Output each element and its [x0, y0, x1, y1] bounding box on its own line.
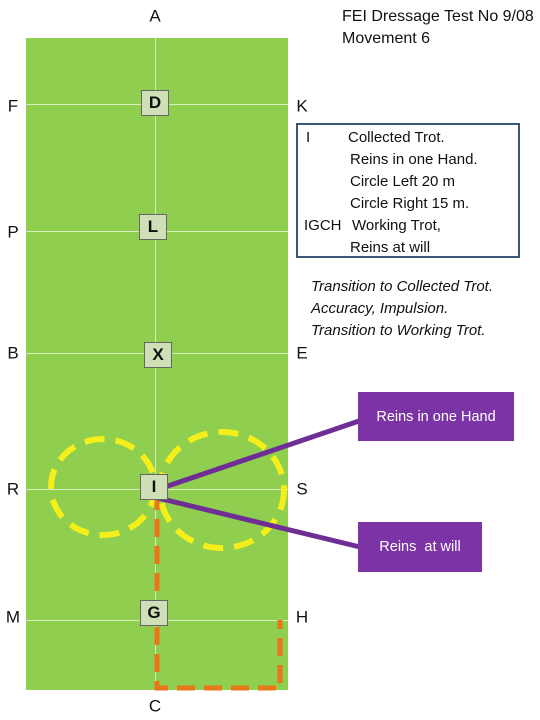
callout-reins-one-hand-label: Reins in one Hand — [376, 408, 496, 425]
instruction-line-1: Collected Trot. — [348, 129, 445, 146]
arena-letter-f: F — [7, 96, 19, 116]
instruction-line-3: Circle Left 20 m — [350, 173, 456, 190]
centre-marker-i: I — [140, 474, 168, 500]
arena-letter-c: C — [148, 696, 162, 716]
instruction-code-i: I — [306, 129, 311, 146]
instruction-line-2: Reins in one Hand. — [350, 151, 478, 168]
centre-marker-g: G — [140, 600, 168, 626]
arena-letter-s: S — [296, 479, 308, 499]
test-title-line1: FEI Dressage Test No 9/08 — [342, 8, 534, 25]
note-line-2: Accuracy, Impulsion. — [311, 300, 449, 317]
centre-marker-x: X — [144, 342, 172, 368]
instruction-code-igch: IGCH — [304, 217, 342, 234]
arena-letter-k: K — [296, 96, 308, 116]
callout-line-one-hand — [161, 417, 363, 491]
callout-reins-at-will: Reins at will — [358, 522, 482, 572]
centre-marker-d: D — [141, 90, 169, 116]
note-line-3: Transition to Working Trot. — [311, 322, 486, 339]
test-title-line2: Movement 6 — [342, 30, 431, 47]
circle-right-15m — [157, 429, 287, 551]
arena-letter-h: H — [295, 607, 309, 627]
arena-letter-p: P — [7, 222, 19, 242]
judging-notes: Transition to Collected Trot. Accuracy, … — [311, 276, 493, 342]
note-line-1: Transition to Collected Trot. — [311, 278, 494, 295]
instruction-line-5: Working Trot, — [352, 217, 441, 234]
test-title: FEI Dressage Test No 9/08 Movement 6 — [342, 6, 534, 50]
arena-letter-m: M — [5, 607, 21, 627]
centre-marker-l: L — [139, 214, 167, 240]
instruction-line-4: Circle Right 15 m. — [350, 195, 470, 212]
arena-letter-a: A — [149, 6, 161, 26]
callout-reins-at-will-label: Reins at will — [379, 539, 461, 555]
arena-letter-r: R — [6, 479, 20, 499]
arena-letter-e: E — [296, 343, 308, 363]
instruction-box: I Collected Trot. Reins in one Hand. Cir… — [296, 123, 520, 258]
callout-line-at-will — [157, 495, 361, 550]
track-path-igch — [154, 492, 283, 691]
callout-reins-one-hand: Reins in one Hand — [358, 392, 514, 441]
instruction-line-6: Reins at will — [350, 239, 431, 256]
arena-letter-b: B — [7, 343, 19, 363]
